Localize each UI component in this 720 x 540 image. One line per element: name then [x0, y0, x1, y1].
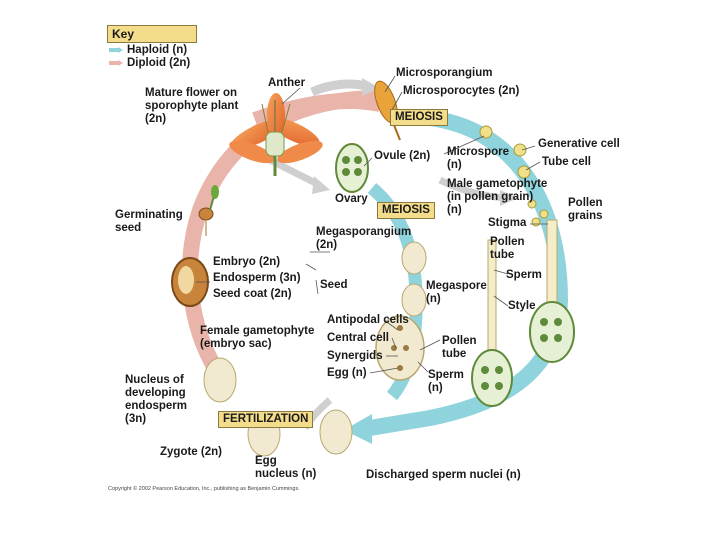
- label-egg-nucleus-2: nucleus (n): [255, 468, 317, 480]
- microspore-dot-1: [479, 125, 493, 139]
- label-style: Style: [508, 300, 536, 312]
- seed-illustration: [171, 257, 209, 307]
- label-ovule: Ovule (2n): [374, 150, 431, 162]
- label-stigma: Stigma: [488, 217, 527, 229]
- label-megaspore-1: Megaspore: [426, 280, 487, 292]
- key-diploid-label: Diploid (2n): [127, 57, 191, 69]
- label-central-cell: Central cell: [327, 332, 389, 344]
- microspore-dot-2: [513, 143, 527, 157]
- embryo-sac-illustration: [375, 315, 425, 381]
- label-microsporocytes: Microsporocytes (2n): [403, 85, 520, 97]
- label-nucleus-endosperm-3: endosperm: [125, 400, 187, 412]
- germinating-seed-illustration: [198, 185, 219, 236]
- label-sperm-mid-1: Sperm: [428, 369, 464, 381]
- label-antipodal-cells: Antipodal cells: [327, 314, 409, 326]
- grey-arrow-pollen: [438, 176, 506, 202]
- mature-flower-illustration: [229, 93, 323, 176]
- megasporangium-illustration: [401, 241, 427, 275]
- label-megaspore-2: (n): [426, 293, 441, 305]
- label-sperm-mid-2: (n): [428, 382, 443, 394]
- label-seed: Seed: [320, 279, 348, 291]
- label-zygote: Zygote (2n): [160, 446, 222, 458]
- haploid-arrow-head: [344, 414, 372, 444]
- label-tube-cell: Tube cell: [542, 156, 591, 168]
- label-pollen-grains-2: grains: [568, 210, 603, 222]
- label-pollen-tube-right-1: Pollen: [490, 236, 525, 248]
- label-germinating-2: seed: [115, 222, 142, 234]
- label-nucleus-endosperm-4: (3n): [125, 413, 147, 425]
- grey-arrow-top: [310, 79, 368, 97]
- label-nucleus-endosperm-1: Nucleus of: [125, 374, 184, 386]
- label-male-gametophyte-3: (n): [447, 204, 462, 216]
- haploid-arrow-icon: [109, 47, 123, 53]
- label-microspore-2: (n): [447, 159, 462, 171]
- label-pollen-tube-mid-1: Pollen: [442, 335, 477, 347]
- pistil-illustration: [529, 219, 575, 363]
- leader-lines: [196, 75, 548, 374]
- megaspore-illustration: [401, 283, 427, 317]
- stage-meiosis-mid: MEIOSIS: [377, 202, 435, 219]
- key-legend: Key Haploid (n) Diploid (2n): [107, 25, 199, 69]
- label-male-gametophyte-1: Male gametophyte: [447, 178, 548, 190]
- stage-fertilization: FERTILIZATION: [218, 411, 314, 428]
- grey-arrow-ovule: [268, 156, 320, 188]
- label-egg-nucleus-1: Egg: [255, 455, 277, 467]
- label-nucleus-endosperm-2: developing: [125, 387, 186, 399]
- pollen-grain-2: [539, 209, 549, 219]
- label-female-gametophyte-1: Female gametophyte: [200, 325, 315, 337]
- key-title: Key: [107, 25, 197, 43]
- copyright-note: Copyright © 2002 Pearson Education, Inc.…: [108, 486, 300, 492]
- label-germinating-1: Germinating: [115, 209, 183, 221]
- label-embryo: Embryo (2n): [213, 256, 281, 268]
- label-synergids: Synergids: [327, 350, 383, 362]
- label-microsporangium: Microsporangium: [396, 67, 493, 79]
- label-mature-flower-1: Mature flower on: [145, 87, 238, 99]
- microspore-dot-3: [517, 165, 531, 179]
- label-male-gametophyte-2: (in pollen grain): [447, 191, 534, 203]
- fertilization-ovule-illustration: [319, 409, 353, 455]
- label-pollen-tube-right-2: tube: [490, 249, 515, 261]
- key-haploid: Haploid (n): [107, 44, 199, 56]
- label-mature-flower-3: (2n): [145, 113, 167, 125]
- label-pollen-grains-1: Pollen: [568, 197, 603, 209]
- label-discharged-sperm: Discharged sperm nuclei (n): [366, 469, 521, 481]
- label-mature-flower-2: sporophyte plant: [145, 100, 239, 112]
- endosperm-ovule-illustration: [203, 357, 237, 403]
- label-microspore-1: Microspore: [447, 146, 509, 158]
- pollen-grain-3: [531, 217, 541, 227]
- label-sperm-right: Sperm: [506, 269, 542, 281]
- label-female-gametophyte-2: (embryo sac): [200, 338, 272, 350]
- diploid-arrow-icon: [109, 60, 123, 66]
- label-megasporangium-1: Megasporangium: [316, 226, 412, 238]
- ovary-illustration: [335, 143, 369, 193]
- label-anther: Anther: [268, 77, 306, 89]
- pollen-tube-pistil-illustration: [471, 239, 513, 407]
- label-egg: Egg (n): [327, 367, 367, 379]
- label-megasporangium-2: (2n): [316, 239, 338, 251]
- label-pollen-tube-mid-2: tube: [442, 348, 467, 360]
- key-diploid: Diploid (2n): [107, 57, 199, 69]
- label-ovary: Ovary: [335, 193, 368, 205]
- stage-meiosis-top: MEIOSIS: [390, 109, 448, 126]
- key-haploid-label: Haploid (n): [127, 44, 188, 56]
- label-endosperm: Endosperm (3n): [213, 272, 301, 284]
- label-generative-cell: Generative cell: [538, 138, 620, 150]
- label-seed-coat: Seed coat (2n): [213, 288, 292, 300]
- pollen-grain-1: [527, 199, 537, 209]
